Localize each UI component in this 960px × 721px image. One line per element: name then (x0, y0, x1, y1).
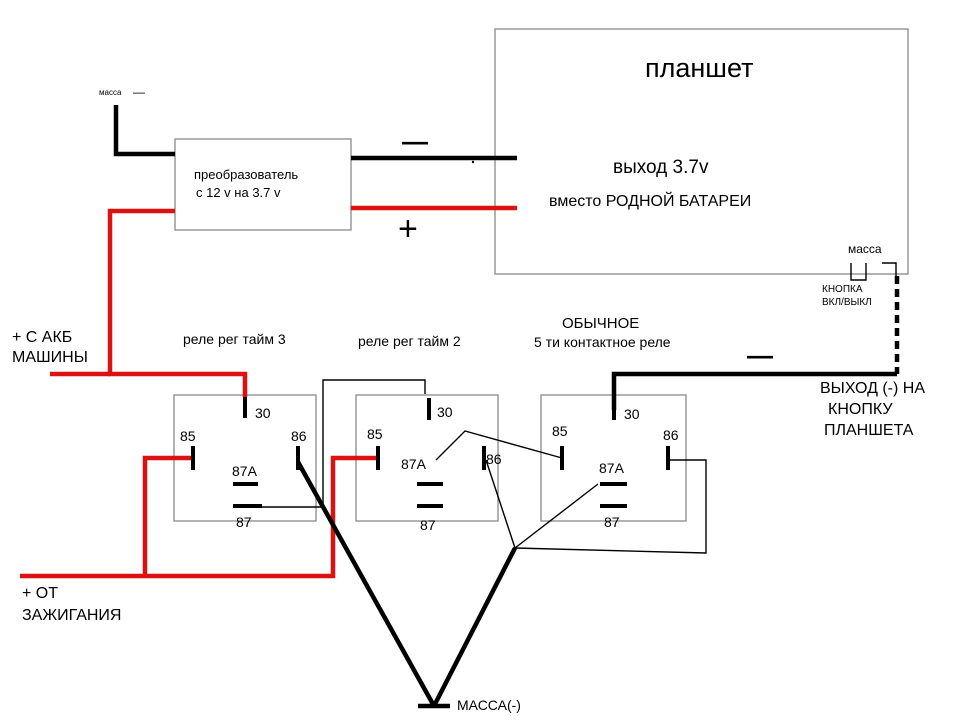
relay3-pin-87a: 87A (599, 460, 625, 476)
relay3-pin-85: 85 (552, 423, 568, 439)
tablet-box (494, 28, 909, 275)
relay3-pin-86: 86 (663, 427, 679, 443)
converter-label-2: с 12 v на 3.7 v (196, 185, 281, 200)
ignition-relay1-wire (142, 455, 193, 576)
relay1-pin-87: 87 (236, 514, 252, 530)
relay1-pin-87a: 87A (232, 463, 258, 479)
relay-contacts (191, 397, 670, 508)
ignition-label: + ОТ (22, 585, 58, 602)
ground-wire-right (431, 546, 518, 708)
relay1-pin-86: 86 (291, 428, 307, 444)
relay-cross-wire-a (435, 430, 563, 461)
top-mass-label: масса (99, 88, 122, 97)
relay2-pin-87: 87 (420, 517, 436, 533)
output-note-3: ПЛАНШЕТА (824, 422, 914, 439)
relay3-title: ОБЫЧНОЕ (562, 315, 639, 332)
relay2-pin-30: 30 (437, 404, 453, 420)
tablet-button-label: КНОПКА (822, 284, 863, 295)
relay3-pin-30: 30 (624, 406, 640, 422)
relay-cross-wire-b (485, 459, 516, 549)
ignition-wire (20, 455, 378, 579)
relay2-pin-87a: 87A (401, 456, 427, 472)
junction-dot (471, 160, 475, 164)
minus-sign-top: — (402, 126, 428, 156)
signal-wires (262, 262, 897, 554)
output-note-2: КНОПКУ (828, 401, 893, 418)
battery-label-2: МАШИНЫ (12, 349, 88, 366)
top-mass-sign: — (133, 85, 145, 99)
relay1-pin-85: 85 (180, 428, 196, 444)
tablet-instead-label: вместо РОДНОЙ БАТАРЕИ (549, 191, 751, 210)
plus-sign: + (398, 210, 418, 248)
tablet-title: планшет (645, 53, 753, 83)
relay2-pin-86: 86 (486, 451, 502, 467)
ignition-label-2: ЗАЖИГАНИЯ (22, 607, 121, 624)
top-mass-wire (113, 105, 175, 157)
relay3-pin-87: 87 (604, 514, 620, 530)
relay1-title: реле рег тайм 3 (183, 331, 286, 347)
relay2-title: реле рег тайм 2 (358, 333, 461, 349)
tablet-mass-label: масса (848, 242, 882, 256)
ground-wire-left (296, 460, 436, 708)
ground-label: МАССА(-) (457, 697, 521, 713)
minus-sign-right: — (747, 340, 773, 370)
relay3-title-2: 5 ти контактное реле (534, 334, 671, 350)
relay1-pin-30: 30 (255, 405, 271, 421)
positive-wires (20, 205, 517, 579)
tablet-output-label: выход 3.7v (613, 157, 709, 178)
converter-label: преобразователь (194, 167, 298, 182)
tablet-button-bracket (850, 262, 897, 281)
tablet-button-label-2: ВКЛ/ВЫКЛ (822, 297, 872, 308)
battery-feed-wire (107, 208, 248, 397)
relay-link-87-to-30 (262, 379, 426, 508)
relay3-87a-wire (514, 483, 599, 549)
relay2-pin-85: 85 (367, 426, 383, 442)
battery-label: + С АКБ (12, 329, 72, 346)
relay3-86-loop (514, 459, 707, 554)
output-note: ВЫХОД (-) НА (820, 380, 925, 397)
converter-box (174, 138, 352, 231)
